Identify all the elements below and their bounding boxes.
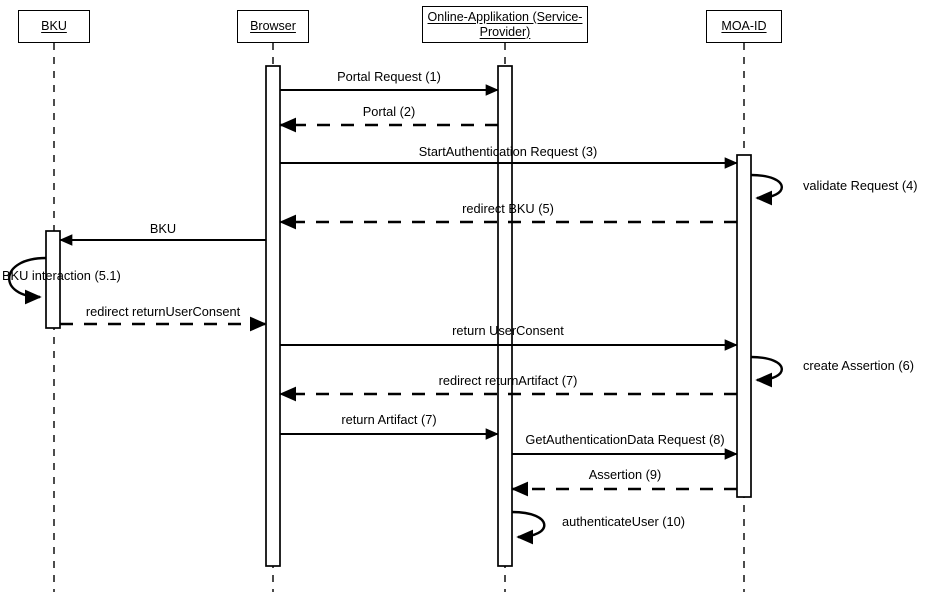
participant-label-bku: BKU [41, 19, 67, 33]
participant-box-oa[interactable]: Online-Applikation (Service-Provider) [422, 6, 588, 43]
message-7-self-arrow [8, 256, 47, 305]
message-8-label: redirect returnUserConsent [85, 304, 241, 319]
message-6-label: BKU [149, 221, 177, 236]
message-11-label: redirect returnArtifact (7) [438, 373, 578, 388]
activation-bar-browser [265, 65, 281, 567]
message-12-label: return Artifact (7) [341, 412, 437, 427]
activations-layer [45, 65, 752, 567]
message-10-label: create Assertion (6) [803, 358, 914, 373]
participant-box-browser[interactable]: Browser [237, 10, 309, 43]
participant-label-oa: Online-Applikation (Service-Provider) [427, 9, 583, 39]
message-4-self-arrow [750, 173, 783, 206]
message-3-label: StartAuthentication Request (3) [418, 144, 598, 159]
message-2-label: Portal (2) [362, 104, 416, 119]
message-14-label: Assertion (9) [588, 467, 662, 482]
activation-bar-oa [497, 65, 513, 567]
message-5-label: redirect BKU (5) [462, 201, 554, 216]
participant-box-bku[interactable]: BKU [18, 10, 90, 43]
activation-bar-moaid [736, 154, 752, 498]
message-7-label: BKU interaction (5.1) [2, 268, 121, 283]
message-1-label: Portal Request (1) [337, 69, 441, 84]
message-15-label: authenticateUser (10) [562, 514, 686, 529]
messages-layer [8, 84, 783, 545]
message-15-self-arrow [511, 510, 546, 545]
participant-box-moaid[interactable]: MOA-ID [706, 10, 782, 43]
activation-bar-bku [45, 230, 61, 329]
message-13-label: GetAuthenticationData Request (8) [525, 432, 725, 447]
participant-label-browser: Browser [250, 19, 296, 33]
message-10-self-arrow [750, 355, 783, 388]
participant-label-moaid: MOA-ID [721, 19, 767, 33]
message-9-label: return UserConsent [452, 323, 564, 338]
message-4-label: validate Request (4) [803, 178, 918, 193]
